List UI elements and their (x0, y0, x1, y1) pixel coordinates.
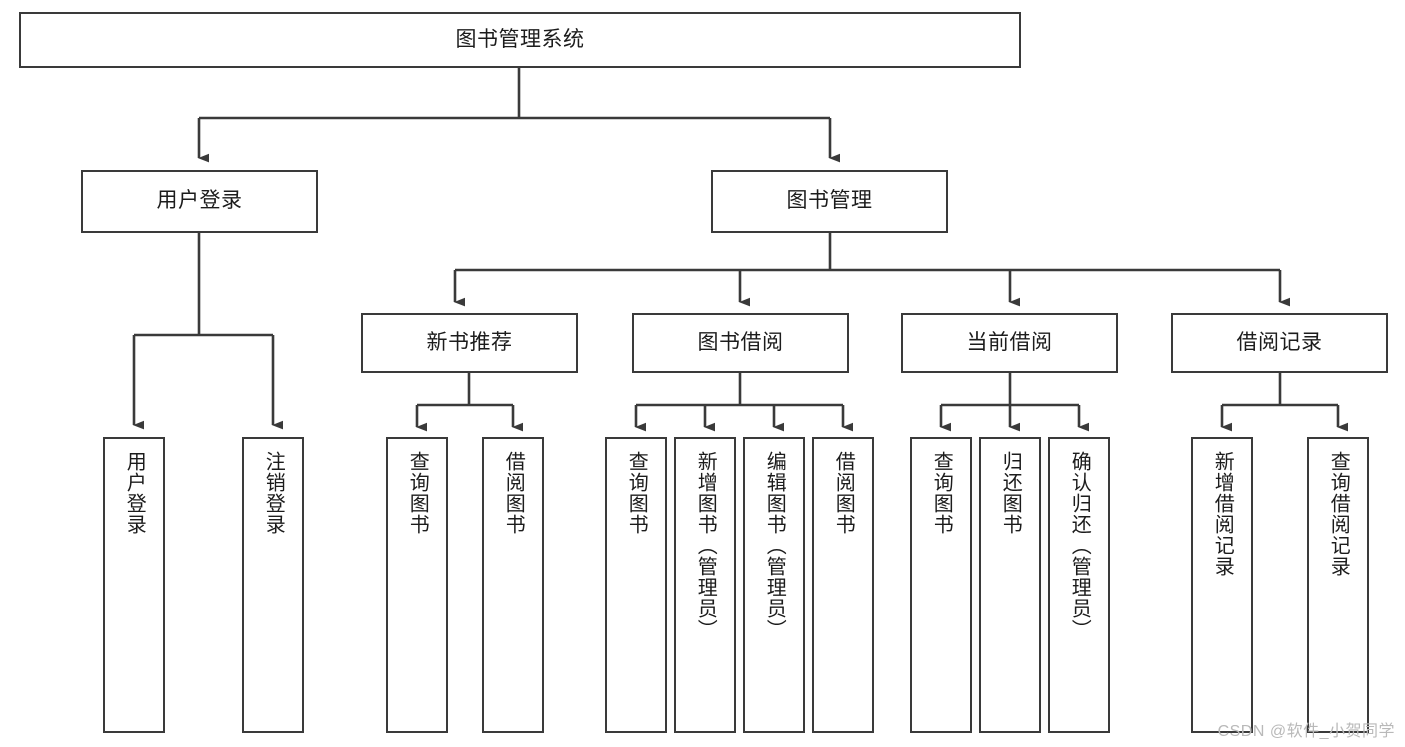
leaf-query-books-borrowing[interactable]: 查询图书 (605, 437, 667, 733)
leaf-add-book-admin[interactable]: 新增图书（管理员） (674, 437, 736, 733)
node-borrowing-records[interactable]: 借阅记录 (1171, 313, 1388, 373)
node-label: 注销登录 (262, 451, 285, 535)
node-label: 借阅图书 (832, 451, 855, 535)
node-root-library-management-system[interactable]: 图书管理系统 (19, 12, 1021, 68)
node-book-management[interactable]: 图书管理 (711, 170, 948, 233)
node-label: 借阅图书 (502, 451, 525, 535)
node-label: 图书借阅 (697, 330, 784, 354)
leaf-borrow-books-recommendation[interactable]: 借阅图书 (482, 437, 544, 733)
leaf-logout[interactable]: 注销登录 (242, 437, 304, 733)
node-label: 图书管理系统 (455, 27, 585, 51)
node-current-borrowing[interactable]: 当前借阅 (901, 313, 1118, 373)
leaf-query-books-recommendation[interactable]: 查询图书 (386, 437, 448, 733)
leaf-query-books-current[interactable]: 查询图书 (910, 437, 972, 733)
leaf-borrow-books-borrowing[interactable]: 借阅图书 (812, 437, 874, 733)
node-book-borrowing[interactable]: 图书借阅 (632, 313, 849, 373)
node-label: 查询图书 (930, 451, 953, 535)
node-label: 新增借阅记录 (1211, 451, 1234, 577)
watermark: CSDN @软件_小贺同学 (1217, 723, 1395, 740)
node-label: 当前借阅 (966, 330, 1053, 354)
node-label: 图书管理 (786, 189, 873, 213)
node-label: 借阅记录 (1236, 330, 1323, 354)
node-label: 用户登录 (156, 189, 243, 213)
leaf-add-borrow-record[interactable]: 新增借阅记录 (1191, 437, 1253, 733)
leaf-return-books[interactable]: 归还图书 (979, 437, 1041, 733)
node-label: 确认归还（管理员） (1068, 451, 1091, 640)
leaf-query-borrow-record[interactable]: 查询借阅记录 (1307, 437, 1369, 733)
node-label: 查询图书 (406, 451, 429, 535)
node-label: 归还图书 (999, 451, 1022, 535)
node-label: 新增图书（管理员） (694, 451, 717, 640)
node-label: 新书推荐 (426, 330, 513, 354)
leaf-edit-book-admin[interactable]: 编辑图书（管理员） (743, 437, 805, 733)
node-new-book-recommendation[interactable]: 新书推荐 (361, 313, 578, 373)
node-label: 用户登录 (123, 451, 146, 535)
leaf-user-login[interactable]: 用户登录 (103, 437, 165, 733)
node-label: 编辑图书（管理员） (763, 451, 786, 640)
node-user-login[interactable]: 用户登录 (81, 170, 318, 233)
node-label: 查询图书 (625, 451, 648, 535)
leaf-confirm-return-admin[interactable]: 确认归还（管理员） (1048, 437, 1110, 733)
node-label: 查询借阅记录 (1327, 451, 1350, 577)
